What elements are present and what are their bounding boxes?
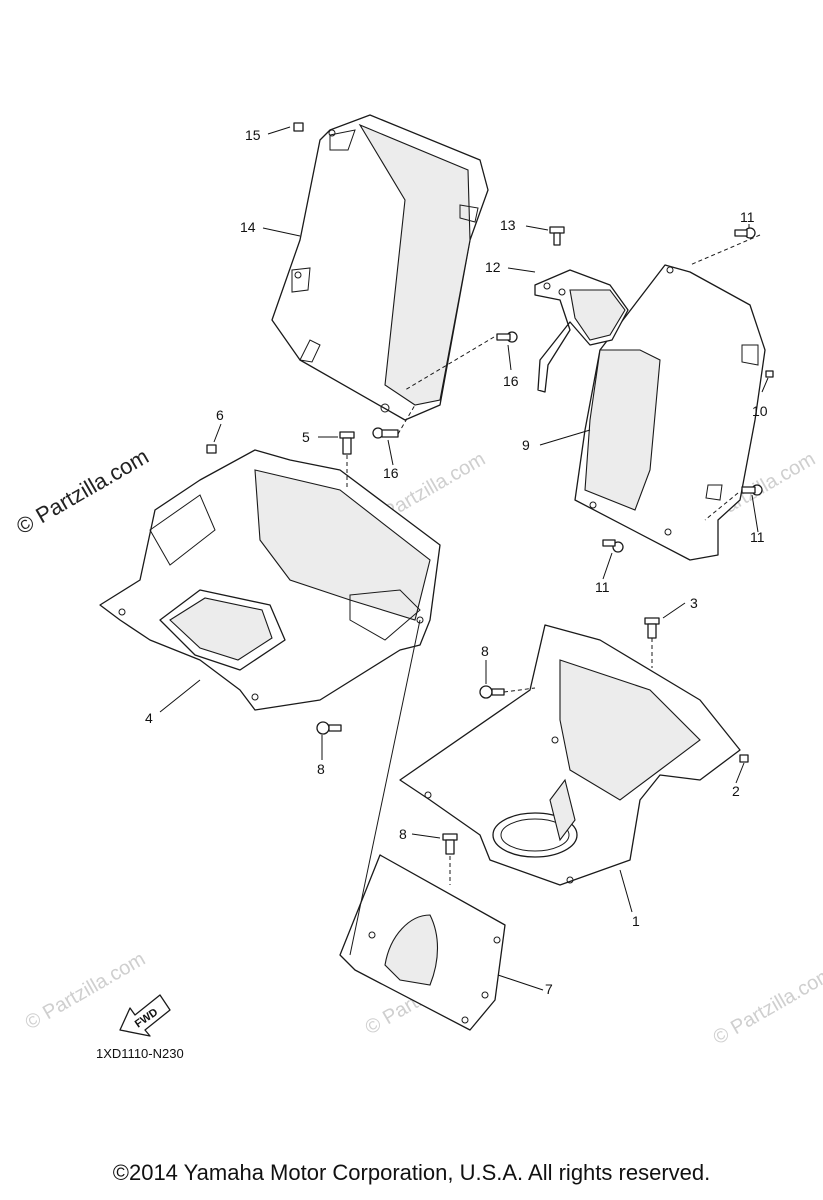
callout-1: 1 [632,913,640,929]
assembly-line [689,234,761,266]
callout-3: 3 [690,595,698,611]
part-14-side-panel [271,114,489,421]
callout-8: 8 [481,643,489,659]
fastener-6-nut [206,444,217,454]
part-9-side-panel [574,264,766,561]
fwd-arrow-icon: FWD [119,994,171,1037]
callout-7: 7 [545,981,553,997]
part-4-floor-panel [99,449,441,711]
fastener-8-clip [316,721,342,735]
fastener-8-clip [442,833,458,855]
watermark-main: © Partzilla.com [12,444,153,540]
fastener-11-screw [602,539,624,553]
callout-6: 6 [216,407,224,423]
part-12-bracket [534,269,629,393]
assembly-line [349,619,421,956]
assembly-line [404,336,495,391]
fastener-16-screw [372,427,399,439]
callout-11: 11 [595,579,610,595]
callout-4: 4 [145,710,153,726]
callout-14: 14 [240,219,256,235]
fastener-8-clip [479,685,505,699]
callout-2: 2 [732,783,740,799]
callout-12: 12 [485,259,501,275]
assembly-line [704,492,739,521]
leader-lines [159,126,769,991]
assembly-line [503,687,536,693]
callout-16: 16 [383,465,399,481]
callout-11: 11 [750,529,765,545]
callout-13: 13 [500,217,516,233]
part-1-floor-panel [399,624,741,886]
fastener-10-nut [765,370,774,378]
callout-15: 15 [245,127,261,143]
fastener-5-clip [339,431,355,455]
part-7-guard [339,854,506,1031]
fastener-3-clip [644,617,660,639]
diagram-code: 1XD1110-N230 [96,1046,184,1061]
watermark-faint: © Partzilla.com [710,963,823,1049]
fastener-13-bolt [549,226,565,246]
callout-8: 8 [399,826,407,842]
callout-10: 10 [752,403,768,419]
callout-5: 5 [302,429,310,445]
fastener-11-screw [741,484,763,496]
callout-16: 16 [503,373,519,389]
assembly-line [397,404,416,435]
callout-11: 11 [740,209,755,225]
callout-8: 8 [317,761,325,777]
copyright-notice: ©2014 Yamaha Motor Corporation, U.S.A. A… [112,1160,711,1185]
callout-9: 9 [522,437,530,453]
fastener-11-screw [734,227,756,239]
fastener-15-nut [293,122,304,132]
fastener-2-nut [739,754,749,763]
fastener-16-screw [496,331,518,343]
